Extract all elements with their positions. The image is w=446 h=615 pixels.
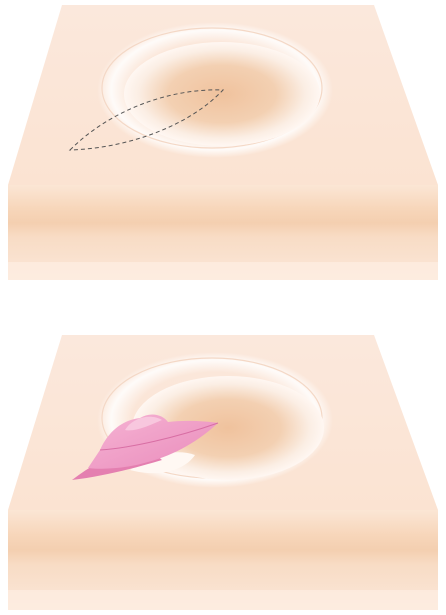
depth-fade (8, 590, 438, 610)
lesion (124, 42, 320, 146)
bottom-panel (8, 335, 438, 610)
top-panel (8, 5, 438, 280)
depth-fade (8, 262, 438, 280)
